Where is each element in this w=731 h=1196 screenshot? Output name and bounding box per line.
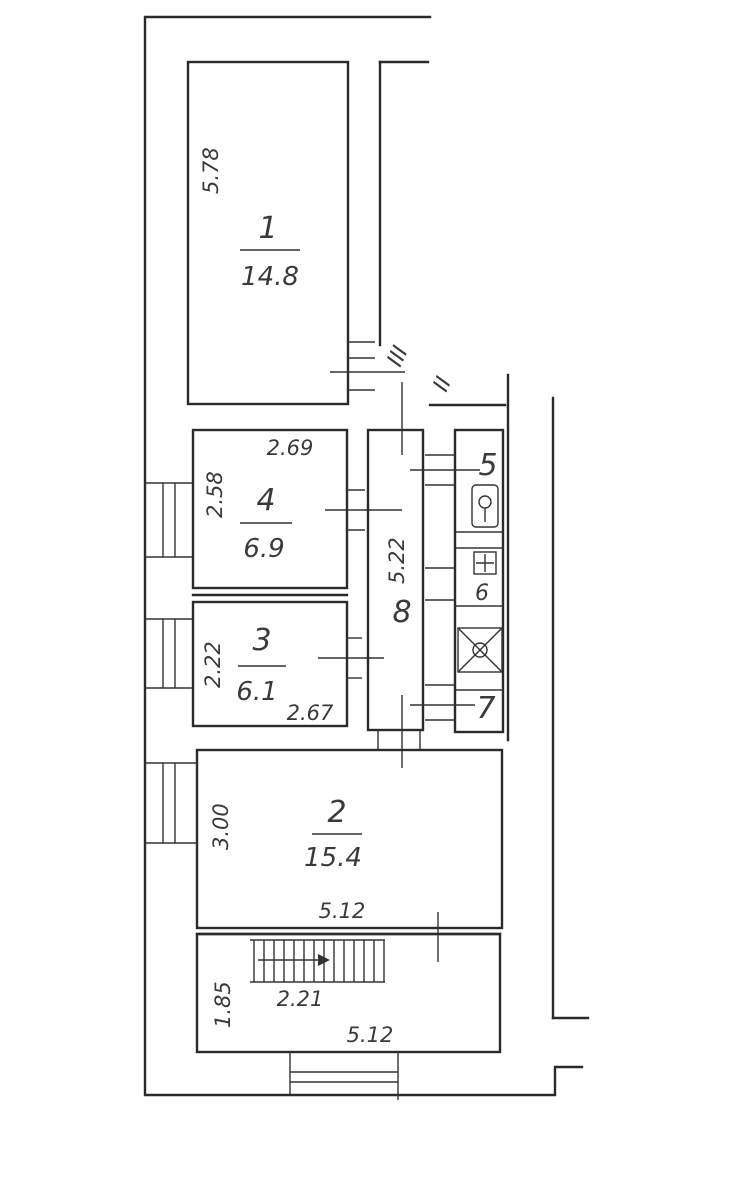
service-rooms: 5 6 7 <box>410 428 505 734</box>
entrance-steps <box>289 1052 399 1100</box>
section-mark-ii: II <box>429 373 457 395</box>
shaft-icon <box>457 627 503 673</box>
sink-icon <box>471 484 499 528</box>
room-6-number: 6 <box>475 581 489 606</box>
room-1-area: 14.8 <box>241 262 299 292</box>
room-3-door <box>318 637 384 679</box>
room-1-door <box>330 341 405 391</box>
corridor-number: 8 <box>392 595 411 630</box>
outer-walls <box>143 15 590 1097</box>
room-4-width: 2.69 <box>267 436 314 460</box>
room-7-number: 7 <box>476 691 495 726</box>
corridor-8: 5.22 8 <box>366 382 425 768</box>
room-4-length: 2.58 <box>203 471 227 518</box>
room-2-area: 15.4 <box>304 843 362 873</box>
stair-length: 1.85 <box>211 981 235 1028</box>
room-1: 5.78 1 14.8 <box>186 60 405 406</box>
room-4-area: 6.9 <box>243 534 284 564</box>
room-3-area: 6.1 <box>236 677 277 707</box>
room-4-number: 4 <box>256 483 275 518</box>
windows <box>145 482 399 1100</box>
room-3: 2.22 3 6.1 2.67 <box>191 600 384 728</box>
stair-width: 5.12 <box>347 1023 394 1047</box>
arrow-icon <box>318 954 330 966</box>
room-5-number: 5 <box>478 448 497 483</box>
room-4: 2.69 2.58 4 6.9 <box>191 428 402 590</box>
staircase <box>250 939 385 983</box>
room-2: 3.00 2 15.4 5.12 <box>195 748 504 936</box>
room-3-width: 2.67 <box>287 701 334 725</box>
stair-room: 1.85 2.21 5.12 <box>195 912 502 1054</box>
window-room-4 <box>145 482 193 558</box>
room-1-length: 5.78 <box>199 147 223 194</box>
room-3-number: 3 <box>252 623 271 658</box>
window-room-3 <box>145 618 193 689</box>
section-marks: III II <box>383 342 457 395</box>
corridor-length: 5.22 <box>385 537 409 584</box>
room-3-length: 2.22 <box>201 641 225 688</box>
window-room-2 <box>145 762 197 844</box>
room-2-length: 3.00 <box>209 803 233 850</box>
room-1-number: 1 <box>258 211 277 246</box>
toilet-icon <box>473 551 497 575</box>
room-2-number: 2 <box>327 795 346 830</box>
section-mark-iii: III <box>383 342 414 370</box>
room-2-width: 5.12 <box>319 899 366 923</box>
stair-inner: 2.21 <box>277 987 324 1011</box>
room-4-door <box>325 489 402 531</box>
